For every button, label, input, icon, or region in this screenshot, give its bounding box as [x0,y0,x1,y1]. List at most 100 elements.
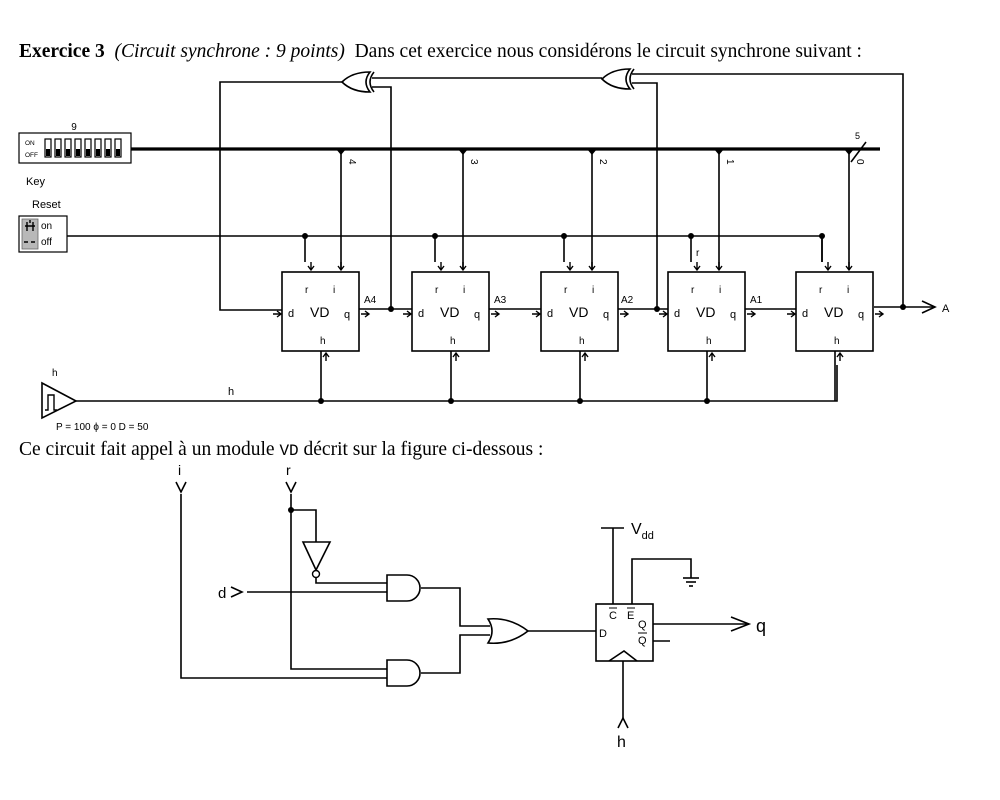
port-arrow-icon [659,310,669,318]
dip-switch-toggle[interactable] [104,138,112,158]
reset-off-label: off [41,237,52,248]
port-d-label: d [547,308,553,320]
and2-out-wire [421,634,490,674]
port-arrow-icon [747,310,757,318]
port-r-label: r [305,285,309,296]
reset-switch[interactable]: on off [18,215,68,253]
dip-switch-toggle[interactable] [44,138,52,158]
not-gate [301,541,332,579]
port-i-label: i [333,285,335,296]
port-arrow-icon [824,262,832,272]
reset-title: Reset [32,199,61,211]
dip-switch-knob [96,149,100,156]
port-arrow-icon [361,310,371,318]
port-arrow-icon [459,262,467,272]
port-arrow-icon [620,310,630,318]
dip-switch-knob [46,149,50,156]
vd-input-i-label: i [178,462,181,478]
port-arrow-icon [532,310,542,318]
bus-width-label: 5 [855,131,860,141]
port-d-label: d [802,308,808,320]
port-i-label: i [463,285,465,296]
ff-q-bar-label: Q [638,635,647,647]
vd-input-r-label: r [286,462,291,478]
port-q-label: q [858,309,864,321]
port-h-label: h [450,336,456,347]
port-i-label: i [719,285,721,296]
vd-h-arrow-icon [617,716,629,729]
module-output-label: A4 [364,295,377,306]
dip-switch-toggle[interactable] [54,138,62,158]
port-arrow-icon [875,310,885,318]
module-name-label: VD [569,304,588,320]
port-arrow-icon [307,262,315,272]
port-arrow-icon [581,351,589,361]
or-gate [486,617,530,645]
clock-label: h [52,368,58,379]
intro-text: Dans cet exercice nous considérons le ci… [354,41,862,62]
dip-switch-knob [116,149,120,156]
clock-generator[interactable] [41,381,78,420]
ff-c-bar-label: C [609,610,617,622]
d-flipflop: C E D Q Q [595,603,654,662]
xor2-input-a-wire [632,73,904,307]
port-q-label: q [474,309,480,321]
output-arrow-icon [921,300,937,314]
ground-icon [683,577,699,587]
dip-switch-toggle[interactable] [94,138,102,158]
port-r-label: r [564,285,568,296]
xor1-output-wire [219,81,342,311]
module-name-label: VD [440,304,459,320]
port-arrow-icon [708,351,716,361]
module-name: VD [279,442,299,460]
port-i-label: i [847,285,849,296]
ff-e-bar-label: E [627,610,634,622]
and-gate-2 [386,659,421,687]
xor-gate-1 [340,71,375,93]
vd-input-r-arrow-icon [285,481,297,494]
port-d-label: d [288,308,294,320]
port-arrow-icon [845,262,853,272]
port-r-label: r [435,285,439,296]
bus-tap-label: 4 [346,159,357,165]
port-r-label: r [691,285,695,296]
vd-i-wire [180,494,387,679]
vd-r-to-not-wire [291,509,317,542]
dip-switch-toggle[interactable] [74,138,82,158]
exercise-heading: Exercice 3 (Circuit synchrone : 9 points… [19,41,862,63]
port-q-label: q [730,309,736,321]
port-d-label: d [418,308,424,320]
module-name-label: VD [696,304,715,320]
dip-switch-toggle[interactable] [114,138,122,158]
vd-module[interactable]: r i d VD q h A3 [403,233,541,404]
dip-switch-toggle[interactable] [84,138,92,158]
port-arrow-icon [693,262,701,272]
xor1-input-a4-wire [372,86,392,309]
port-arrow-icon [273,310,283,318]
exercise-meta: (Circuit synchrone : 9 points) [114,41,345,62]
port-h-label: h [706,336,712,347]
bus-width-slash [850,141,867,163]
module-output-label: A3 [494,295,507,306]
port-arrow-icon [566,262,574,272]
xor-gate-2 [600,68,635,90]
clock-params: P = 100 ϕ = 0 D = 50 [56,422,149,433]
ff-d-label: D [599,628,607,640]
key-name-label: Key [26,176,45,188]
module-output-label: A2 [621,295,634,306]
bus-tap-label: 2 [597,159,608,165]
dip-switch-toggle[interactable] [64,138,72,158]
key-dip-switch[interactable]: 9 ON OFF [18,122,132,164]
xor2-input-a2-wire [632,82,658,309]
dip-switch-knob [86,149,90,156]
clock-pulse-icon [45,394,57,411]
vd-output-q-label: q [756,616,766,636]
module-name-label: VD [824,304,843,320]
port-arrow-icon [787,310,797,318]
vd-input-d-label: d [218,585,226,602]
